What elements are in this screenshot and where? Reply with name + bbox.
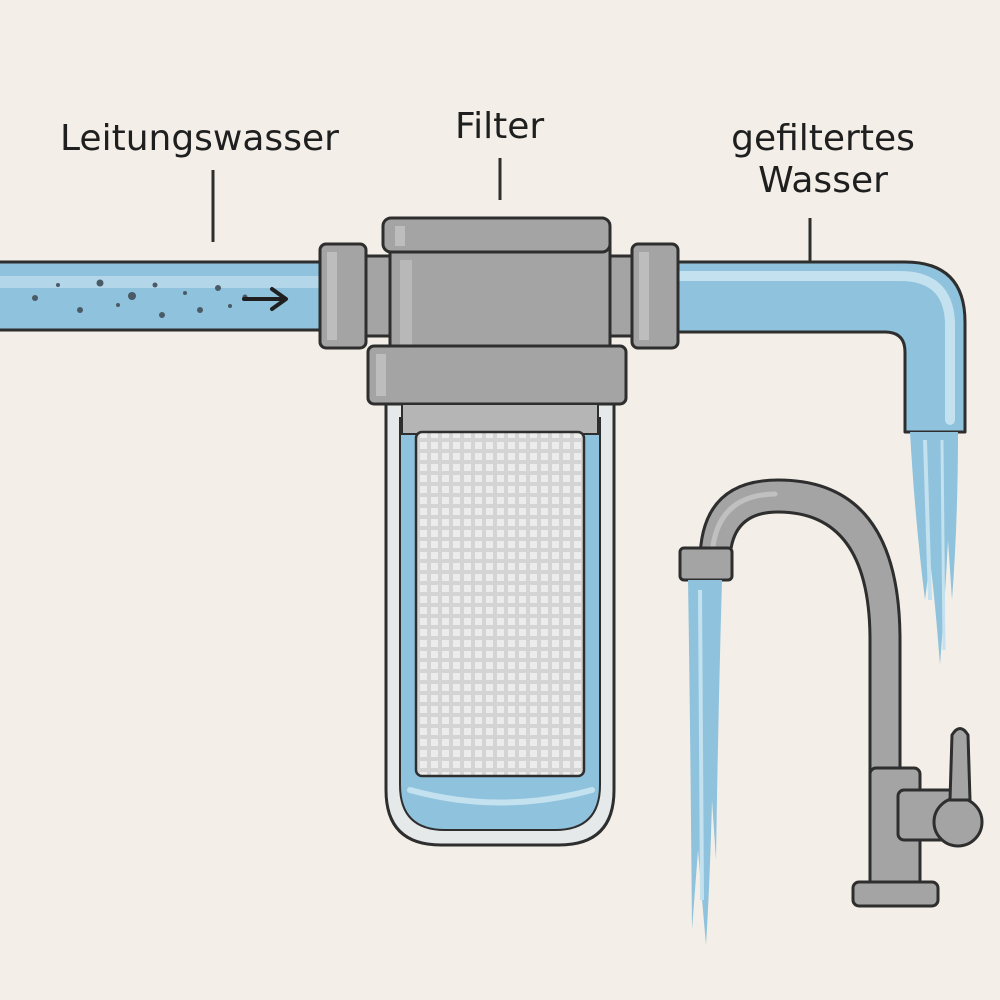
filter-cartridge xyxy=(401,403,599,778)
outlet-water-stream xyxy=(910,432,958,665)
outlet-fitting xyxy=(598,242,680,350)
housing-ring xyxy=(366,344,628,406)
faucet-handle-knob xyxy=(932,796,984,848)
faucet-water-stream xyxy=(688,580,722,945)
faucet-handle-lever xyxy=(948,727,972,802)
inlet-pipe xyxy=(0,260,332,332)
inlet-label: Leitungswasser xyxy=(60,118,339,159)
flow-arrow-icon xyxy=(242,287,288,311)
outlet-label-line2: Wasser xyxy=(758,160,888,201)
inlet-fitting xyxy=(318,242,402,350)
outlet-label-line1: gefiltertes xyxy=(731,118,915,159)
outlet-label: gefiltertes Wasser xyxy=(720,118,926,202)
filter-head xyxy=(381,216,612,362)
sediment-particles xyxy=(32,279,248,318)
faucet xyxy=(678,478,984,908)
faucet-spout-tip xyxy=(678,546,734,582)
filter-label: Filter xyxy=(455,106,545,147)
faucet-base xyxy=(851,880,940,908)
outlet-pipe xyxy=(668,260,967,434)
